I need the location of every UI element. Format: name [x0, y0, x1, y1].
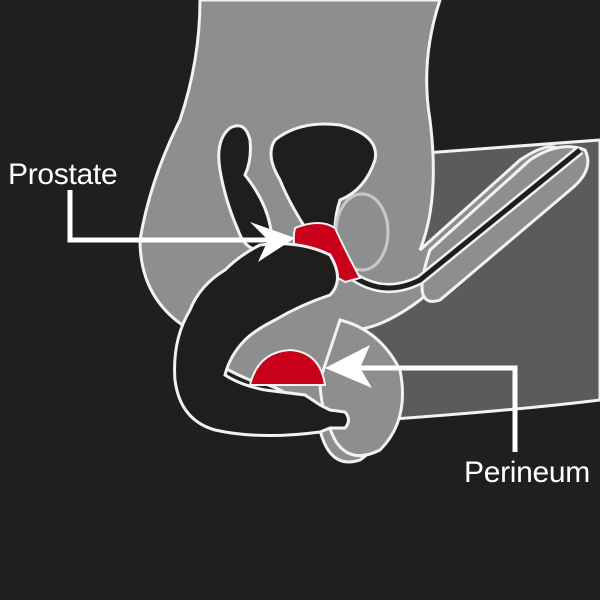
arrow-left-icon: [325, 345, 372, 388]
arrow-right-icon: [250, 222, 295, 262]
perineum-label: Perineum: [464, 456, 590, 489]
prostate-label: Prostate: [8, 158, 118, 191]
prostate-leader-line: [67, 190, 270, 243]
penis-shape: [420, 145, 590, 303]
massager-device: [173, 242, 350, 438]
perineum-leader-line: [355, 365, 518, 452]
perineum-target: [248, 348, 327, 386]
